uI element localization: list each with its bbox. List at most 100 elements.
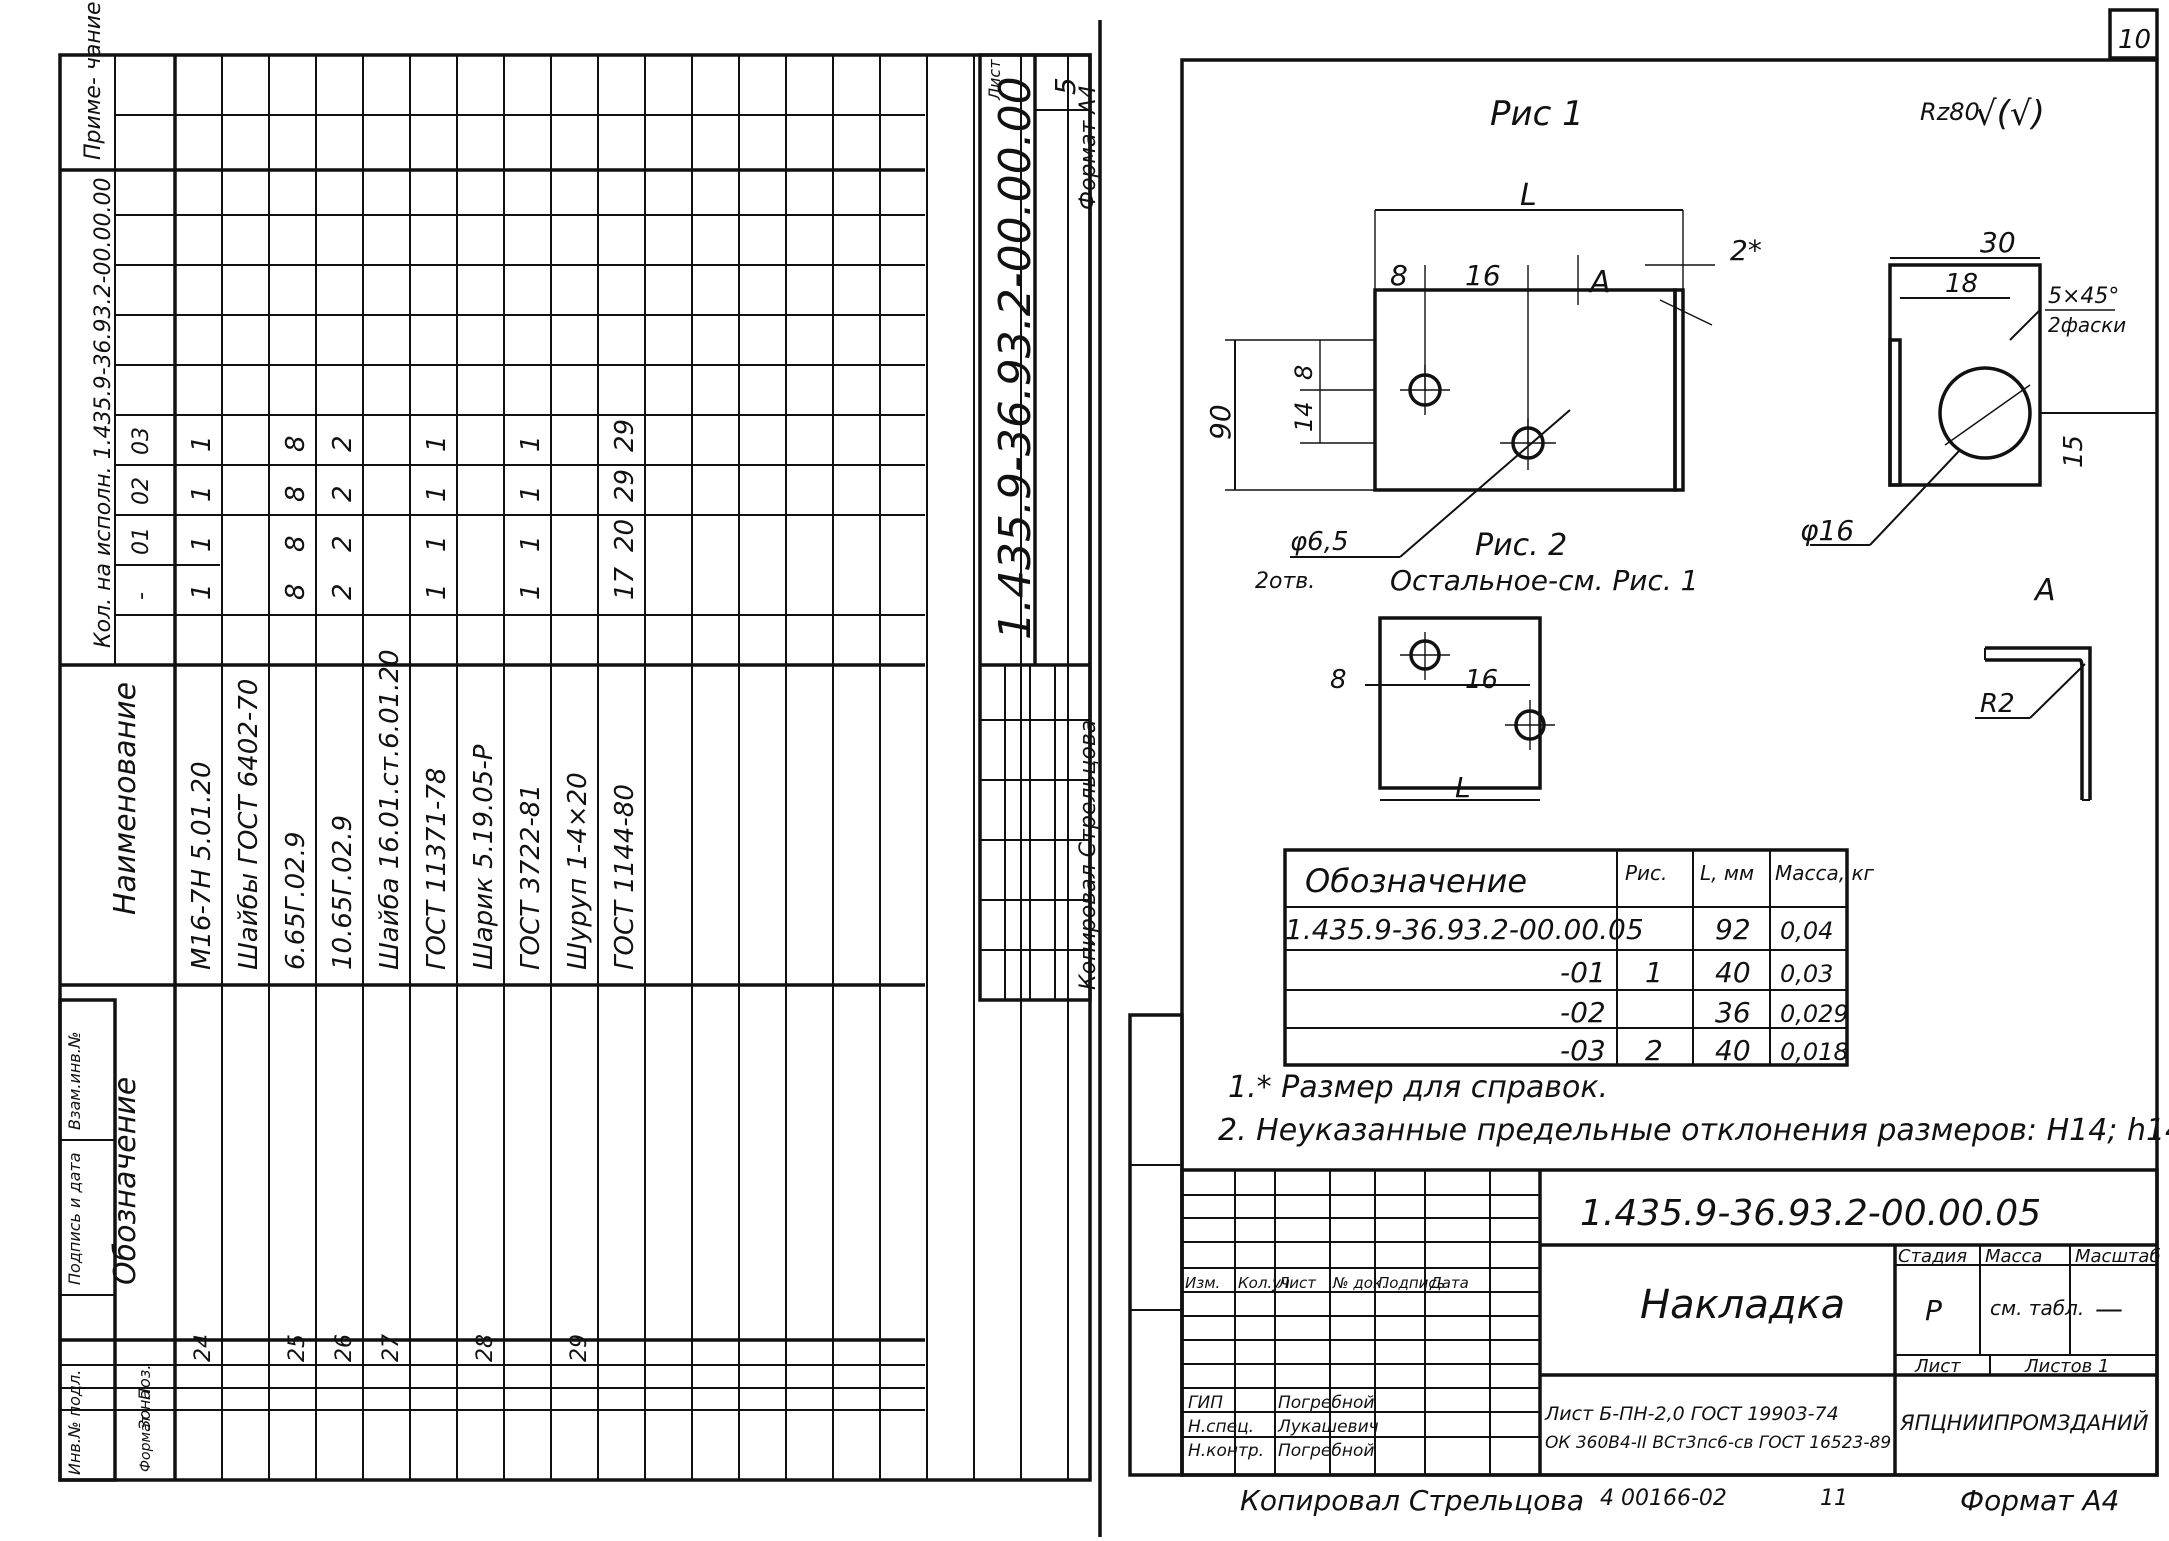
header-note: Приме- чание [81,1,106,160]
row-qty-q2: 2 [328,485,358,502]
role: Н.контр. [1188,1441,1264,1461]
row-qty-q1: 2 [328,535,358,552]
row-name: Шарик 5.19.05-Р [469,744,499,970]
rev-col: Изм. [1185,1274,1220,1292]
table-mass: 0,03 [1780,960,1833,988]
row-qty-q3: 8 [281,435,311,452]
dim-holes: 2отв. [1255,569,1315,594]
row-qty-q2: 29 [610,469,640,502]
footer-num: 4 00166-02 [1600,1486,1727,1511]
table-fig: 2 [1645,1034,1663,1067]
row-name: ГОСТ 3722-81 [516,784,546,970]
dim-8: 8 [1390,259,1408,292]
scale-value: — [2095,1292,2123,1325]
row-qty-q2: 8 [281,485,311,502]
row-name: ГОСТ 11371-78 [422,768,452,970]
footer-sheet: 11 [1820,1486,1848,1511]
dim-16: 16 [1465,259,1501,292]
left-doc-number: 1.435.9-36.93.2-00.00.00 [990,76,1041,640]
view-a-label: А [2033,573,2056,608]
left-sheet-label: Лист [985,59,1004,101]
fig2-title: Рис. 2 [1475,528,1567,563]
row-pos: 28 [473,1334,498,1362]
row-name: М16-7Н 5.01.20 [187,762,217,971]
left-side-inv: Инв.№ подл. [65,1370,84,1475]
row-name: 6.65Г.02.9 [281,831,311,970]
dim-L: L [1520,178,1537,213]
stage-label: Стадия [1898,1246,1967,1267]
title-block [1180,1168,2159,1477]
table-header: L, мм [1700,861,1754,885]
header-name: Наименование [108,682,143,915]
table-header: Рис. [1625,861,1667,885]
dim-2star: 2* [1730,234,1762,267]
dim-16dia: φ16 [1800,514,1854,547]
sheet-label: Лист [1914,1356,1961,1377]
role-name: Погребной [1278,1441,1374,1461]
fig2-plate [1378,616,1542,790]
table-L: 40 [1715,956,1751,989]
dim-chamfer: 5×45° [2048,284,2119,309]
right-doc-number: 1.435.9-36.93.2-00.00.05 [1580,1193,2041,1234]
header-ver-03: 03 [129,427,154,455]
material-2: ОК 360В4-II ВСт3пс6-св ГОСТ 16523-89 [1545,1433,1891,1453]
role-name: Лукашевич [1277,1417,1379,1437]
rev-col: Кол.уч [1238,1274,1290,1292]
row-name: Шайба 16.01.ст.6.01.20 [375,649,405,970]
left-sheet [58,53,1092,1482]
rev-col: Подпись [1378,1274,1445,1292]
header-format: Формат [138,1414,154,1472]
table-mass: 0,04 [1780,917,1833,945]
row-qty-q3: 1 [187,435,217,452]
row-qty-q1: 1 [422,535,452,552]
left-side-sign: Подпись и дата [65,1152,84,1285]
table-des: -01 [1560,956,1606,989]
row-pos: 24 [191,1334,216,1362]
row-name: 10.65Г.02.9 [328,815,358,970]
row-qty-q2: 1 [422,485,452,502]
dim-18: 18 [1945,269,1978,299]
view-a-profile [1985,646,2092,800]
row-qty-q1: 8 [281,535,311,552]
row-qty-q3: 29 [610,419,640,452]
table-header: Обозначение [1305,862,1527,900]
table-des: -03 [1560,1034,1606,1067]
dim-8b: 8 [1290,365,1318,380]
fig2-dim-8: 8 [1330,665,1347,695]
row-pos: 29 [567,1334,592,1362]
left-footer-copied: Копировал Стрельцова [1076,720,1101,990]
right-sheet: 10 Рис 1 Rz80 √(√) L 8 16 А 2* [1128,8,2169,1517]
row-qty-q0: 17 [610,566,640,600]
dim-A: А [1588,265,1611,300]
header-pos: Поз. [135,1365,154,1400]
rev-col: Дата [1429,1274,1469,1292]
role-name: Погребной [1278,1393,1374,1413]
roughness-symbol: √(√) [1975,94,2045,134]
material-1: Лист Б-ПН-2,0 ГОСТ 19903-74 [1544,1403,1839,1425]
stage-value: Р [1925,1294,1942,1327]
row-pos: 25 [285,1334,310,1362]
mass-value: см. табл. [1990,1296,2084,1320]
left-footer-format: Формат А4 [1076,85,1101,210]
table-des: 1.435.9-36.93.2-00.00.05 [1285,913,1644,946]
row-qty-q0: 1 [422,583,452,600]
table-fig: 1 [1645,956,1663,989]
row-qty-q0: 1 [187,583,217,600]
fig2-dim-L: L [1455,771,1471,804]
sheets-label: Листов 1 [2024,1356,2109,1377]
row-name: Шуруп 1-4×20 [563,772,593,970]
row-qty-q3: 1 [516,435,546,452]
page-number: 10 [2118,25,2151,55]
right-footer-copied: Копировал Стрельцова [1240,1484,1584,1517]
role: Н.спец. [1188,1417,1254,1437]
dim-15: 15 [2059,435,2089,468]
table-L: 40 [1715,1034,1751,1067]
header-zone: Зона [135,1390,154,1430]
left-sheet-number: 5 [1049,77,1082,95]
table-L: 36 [1715,996,1751,1029]
right-title: Накладка [1640,1282,1845,1328]
dim-hole: φ6,5 [1290,527,1349,557]
row-qty-q0: 8 [281,583,311,600]
header-qty: Кол. на исполн. 1.435.9-36.93.2-00.00.00 [91,178,116,648]
dim-14: 14 [1290,401,1318,432]
